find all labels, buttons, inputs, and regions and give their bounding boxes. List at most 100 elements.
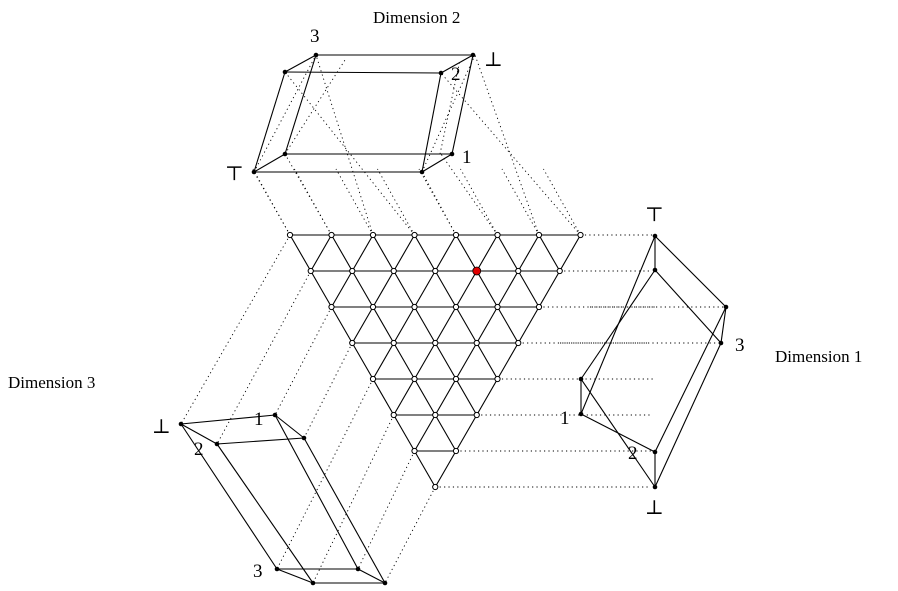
grid-node — [369, 375, 377, 383]
projection-line — [276, 378, 374, 570]
projection-line — [252, 168, 291, 236]
dim2-edge — [421, 153, 453, 173]
dim1-edge — [654, 269, 722, 344]
dim3-bottom-symbol: ⊥ — [152, 416, 171, 438]
grid-edge — [434, 450, 457, 488]
grid-node — [432, 411, 439, 419]
grid-node — [432, 339, 439, 347]
grid-edge — [393, 270, 415, 308]
grid-edge — [331, 306, 353, 344]
dim3-edge — [357, 568, 386, 584]
projection-line — [440, 72, 581, 236]
grid-edge — [414, 414, 436, 452]
projection-line — [421, 171, 457, 236]
grid-edge — [497, 270, 519, 308]
dim3-edge — [216, 443, 314, 584]
dim2-bottom-symbol: ⊥ — [484, 49, 503, 71]
projection-line — [216, 270, 312, 445]
grid-edge — [434, 378, 457, 416]
grid-node — [452, 231, 460, 239]
grid-node — [432, 267, 439, 275]
projection-line — [384, 486, 436, 584]
grid-edge — [310, 270, 332, 308]
dim1-edge — [580, 269, 656, 380]
grid-edge — [393, 306, 415, 344]
grid-node — [369, 231, 377, 239]
grid-edge — [393, 234, 415, 272]
grid-edge — [331, 234, 353, 272]
dim3-vertex — [310, 580, 316, 586]
grid-nodes — [286, 231, 584, 491]
projection-line — [294, 168, 332, 236]
projection-line — [315, 54, 374, 236]
dim2-edge — [284, 54, 317, 73]
projection-line — [474, 54, 540, 236]
grid-node — [515, 339, 522, 347]
grid-edge — [434, 306, 457, 344]
grid-node — [452, 375, 460, 383]
dim2-edge — [284, 71, 442, 74]
grid-edge — [351, 234, 374, 272]
projection-line — [460, 168, 498, 236]
grid-edge — [434, 270, 457, 308]
dim2-edge — [451, 54, 474, 155]
dim1-edge — [654, 306, 727, 453]
dim1-label-2: 2 — [628, 443, 638, 464]
dim2-vertex — [419, 169, 425, 175]
grid-node — [535, 231, 543, 239]
grid-node — [411, 231, 418, 239]
dim1-vertex — [652, 267, 658, 273]
dim3-vertex — [382, 580, 388, 586]
grid-edge — [455, 234, 478, 272]
grid-edge — [476, 306, 498, 344]
dim1-vertex — [652, 233, 658, 239]
dim1-vertex — [718, 340, 724, 346]
dim2-edge — [421, 72, 442, 173]
dimension-2-lattice — [251, 52, 476, 175]
grid-node — [577, 231, 584, 239]
dimension-3-title: Dimension 3 — [8, 373, 95, 392]
grid-node — [494, 375, 501, 383]
dimension-1-title: Dimension 1 — [775, 347, 862, 366]
grid-edge — [372, 234, 395, 272]
projection-line — [284, 153, 332, 236]
dim3-edge — [303, 437, 386, 584]
grid-edge — [351, 342, 374, 380]
grid-edge — [393, 342, 415, 380]
dim1-top-symbol: ⊤ — [645, 204, 664, 226]
dim1-edge — [654, 342, 722, 488]
grid-edge — [476, 342, 498, 380]
grid-edge — [476, 234, 498, 272]
grid-node — [515, 267, 522, 275]
grid-node — [286, 231, 294, 239]
dim2-edge — [284, 54, 317, 155]
grid-edge — [559, 234, 581, 272]
grid-node — [494, 303, 501, 311]
grid-node — [411, 447, 418, 455]
projection-line — [439, 59, 461, 155]
projection-line — [312, 414, 395, 584]
grid-edge — [517, 270, 540, 308]
grid-node — [452, 447, 460, 455]
dim1-label-3: 3 — [735, 335, 745, 356]
grid-node — [452, 303, 460, 311]
grid-edge — [538, 234, 561, 272]
dim2-vertex — [251, 169, 257, 175]
grid-edge — [414, 342, 436, 380]
dim3-edge — [274, 414, 359, 570]
grid-edge — [414, 270, 436, 308]
dim2-edge — [253, 153, 286, 173]
dimension-1-lattice — [578, 233, 729, 490]
grid-node — [328, 231, 335, 239]
dim1-bottom-symbol: ⊥ — [645, 497, 664, 519]
grid-node — [432, 483, 439, 491]
dim1-vertex — [578, 376, 584, 382]
dim3-label-2: 2 — [194, 439, 204, 460]
dimension-3-lattice — [178, 412, 388, 586]
grid-node — [328, 303, 335, 311]
dim2-vertex — [470, 52, 476, 58]
projection-line — [440, 153, 498, 236]
grid-edge — [476, 378, 498, 416]
dim1-edge — [720, 306, 727, 344]
